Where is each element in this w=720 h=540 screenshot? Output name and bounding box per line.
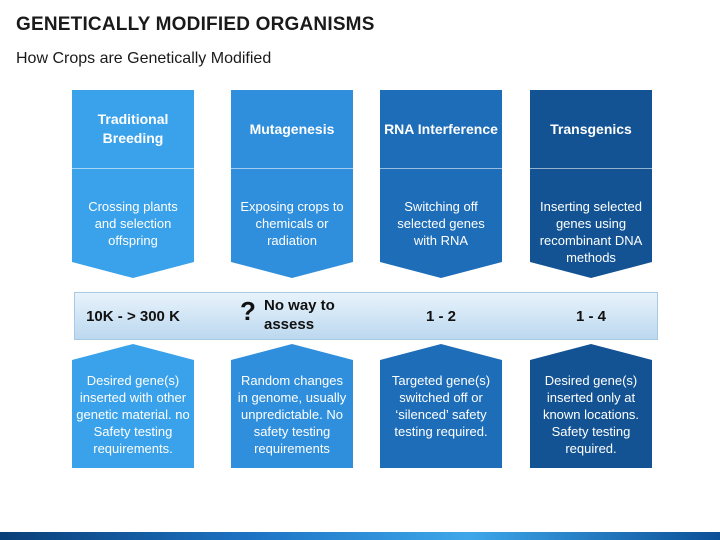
column-bottom-text: Random changes in genome, usually unpred… (237, 373, 347, 456)
column-title: Transgenics (550, 120, 632, 137)
top-arrow-shape (72, 90, 194, 278)
column-description: Crossing plants and selection offspring (88, 199, 178, 248)
question-mark-icon: ? (240, 296, 256, 326)
values-band (74, 292, 658, 340)
page-title: GENETICALLY MODIFIED ORGANISMS (16, 14, 375, 35)
bottom-arrow-shape (231, 344, 353, 468)
footer-bar (0, 532, 720, 540)
value-traditional-breeding: 10K - > 300 K (86, 307, 180, 325)
column-bottom-text: Desired gene(s) inserted with other gene… (76, 373, 190, 456)
page-subtitle: How Crops are Genetically Modified (16, 50, 272, 67)
column-title: Mutagenesis (249, 120, 335, 137)
column-description: Switching off selected genes with RNA (397, 199, 485, 248)
column-description: Exposing crops to chemicals or radiation (240, 199, 344, 248)
top-arrow-shape (530, 90, 652, 278)
value-transgenics: 1 - 4 (575, 307, 606, 325)
value-mutagenesis: No way to assess (264, 297, 335, 333)
bottom-arrow-shape (530, 344, 652, 468)
column-bottom-text: Desired gene(s) inserted only at known l… (542, 373, 640, 456)
column-description: Inserting selected genes using recombina… (539, 199, 643, 265)
top-arrow-shape (380, 90, 502, 278)
column-bottom-text: Targeted gene(s) switched off or ‘silenc… (391, 373, 491, 439)
column-title: RNA Interference (384, 120, 498, 137)
bottom-arrow-shape (380, 344, 502, 468)
value-rna-interference: 1 - 2 (425, 307, 456, 325)
bottom-arrow-shape (72, 344, 194, 468)
column-title: Traditional Breeding (97, 111, 169, 146)
top-arrow-shape (231, 90, 353, 278)
